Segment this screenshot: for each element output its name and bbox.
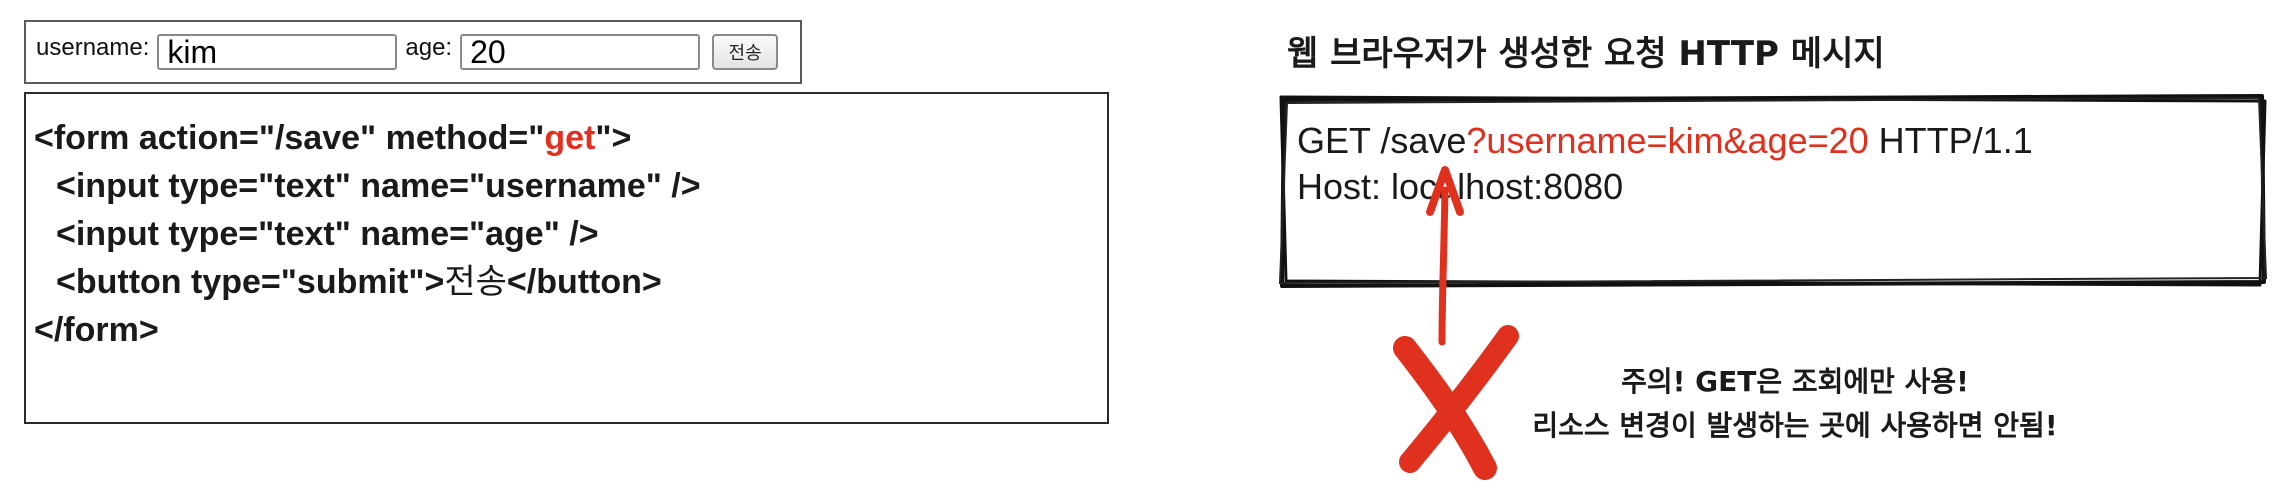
age-label: age: [405, 34, 453, 61]
code-line-button: <button type="submit">전송</button> [34, 258, 1107, 306]
query-string: ?username=kim&age=20 [1466, 120, 1869, 161]
request-title: 웹 브라우저가 생성한 요청 HTTP 메시지 [1287, 34, 1885, 74]
method-value: get [544, 119, 596, 157]
request-method-path: GET /save [1297, 120, 1467, 161]
input-name-username: username [485, 167, 646, 205]
username-label: username: [36, 34, 150, 61]
warning-note: 주의! GET은 조회에만 사용! 리소스 변경이 발생하는 곳에 사용하면 안… [1490, 360, 2100, 448]
code-text: </button> [506, 263, 662, 301]
code-line-input-username: <input type="text" name="username" /> [34, 162, 1107, 210]
request-line: GET /save?username=kim&age=20 HTTP/1.1 [1297, 118, 2033, 164]
code-line-input-age: <input type="text" name="age" /> [34, 210, 1107, 258]
warning-line-1: 주의! GET은 조회에만 사용! [1621, 365, 1969, 398]
input-name-age: age [485, 215, 544, 253]
code-text: "> [595, 119, 632, 157]
code-text: " /> [645, 167, 701, 205]
code-text: " /> [543, 215, 599, 253]
host-header: Host: localhost:8080 [1297, 166, 1624, 207]
http-version: HTTP/1.1 [1868, 120, 2033, 161]
code-text: <input type="text" name=" [56, 215, 486, 253]
code-text: <input type="text" name=" [56, 167, 486, 205]
form-preview: username: age: 전송 [24, 20, 802, 84]
submit-button[interactable]: 전송 [712, 34, 779, 70]
request-message: GET /save?username=kim&age=20 HTTP/1.1 H… [1297, 118, 2033, 210]
code-text: <form action="/save" method=" [34, 119, 545, 157]
request-box [1278, 94, 2268, 288]
warning-line-2: 리소스 변경이 발생하는 곳에 사용하면 안됨! [1532, 409, 2058, 442]
code-box: <form action="/save" method="get"> <inpu… [24, 92, 1109, 424]
username-input[interactable] [157, 34, 398, 70]
red-x-arrow-icon [1393, 166, 1519, 480]
code-line-form-close: </form> [34, 311, 159, 349]
button-text: 전송 [444, 262, 507, 302]
code-text: <button type="submit"> [56, 263, 445, 301]
age-input[interactable] [460, 34, 701, 70]
code-line-form-open: <form action="/save" method="get"> [34, 114, 1107, 162]
